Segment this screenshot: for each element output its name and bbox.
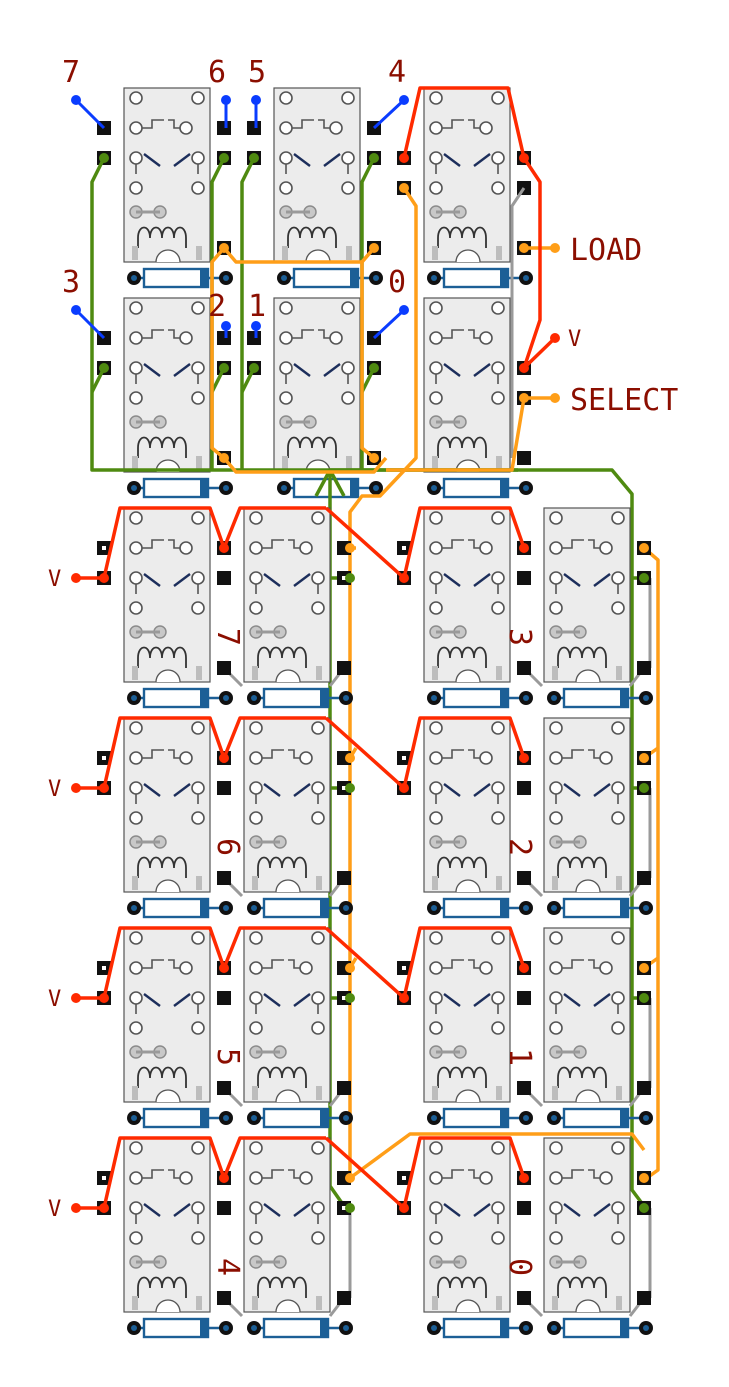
register-relay — [242, 506, 332, 684]
red-terminals-top — [399, 153, 560, 373]
red-wire — [102, 716, 326, 789]
relay-top-6 — [422, 296, 512, 474]
relay-top-3 — [422, 86, 512, 264]
register-diode — [245, 687, 355, 709]
bit-label-6: 6 — [208, 55, 226, 90]
register-diode — [245, 897, 355, 919]
v-label-row-3: V — [48, 987, 61, 1012]
register-label-2: 2 — [502, 838, 537, 856]
register-diode — [425, 687, 535, 709]
register-diode — [545, 1317, 655, 1339]
v-label-top: V — [568, 327, 581, 352]
register-relay — [242, 716, 332, 894]
red-wire — [402, 506, 526, 579]
register-diode — [425, 1317, 535, 1339]
register-relay — [122, 1136, 212, 1314]
register-diode — [125, 1317, 235, 1339]
register-diode — [125, 897, 235, 919]
red-wire — [324, 506, 406, 580]
register-diode — [545, 1107, 655, 1129]
red-wire — [102, 926, 326, 999]
register-relay — [122, 926, 212, 1104]
voltage-labels: V V V V — [48, 567, 61, 1222]
register-diode — [125, 687, 235, 709]
register-label-1: 1 — [502, 1048, 537, 1066]
register-relay — [422, 926, 512, 1104]
red-wire — [102, 506, 326, 579]
register-relay — [422, 716, 512, 894]
register-relay — [422, 1136, 512, 1314]
register-relay — [422, 506, 512, 684]
red-wire — [402, 1136, 526, 1209]
register-labels: 7 6 5 4 3 2 1 0 — [210, 628, 537, 1276]
diode-top-1 — [125, 267, 235, 289]
relay-top-5 — [272, 296, 362, 474]
register-label-6: 6 — [210, 838, 245, 856]
register-relay — [242, 926, 332, 1104]
register-label-7: 7 — [210, 628, 245, 646]
register-relay — [122, 506, 212, 684]
red-wire — [402, 926, 526, 999]
diode-top-3 — [425, 267, 535, 289]
v-label-row-2: V — [48, 777, 61, 802]
register-relay — [542, 1136, 632, 1314]
bit-labels: 7 6 5 4 3 2 1 0 — [62, 55, 406, 324]
v-label-row-4: V — [48, 1197, 61, 1222]
diode-top-4 — [125, 477, 235, 499]
register-label-0: 0 — [502, 1258, 537, 1276]
v-label-row-1: V — [48, 567, 61, 592]
bit-label-2: 2 — [208, 289, 226, 324]
register-relay — [242, 1136, 332, 1314]
red-wire — [102, 1136, 326, 1209]
register-diode — [245, 1107, 355, 1129]
relay-top-1 — [122, 86, 212, 264]
signal-labels: LOAD V SELECT — [568, 233, 678, 418]
register-relay — [122, 716, 212, 894]
bit-label-7: 7 — [62, 55, 80, 90]
select-label: SELECT — [570, 383, 678, 418]
bit-label-3: 3 — [62, 265, 80, 300]
load-label: LOAD — [570, 233, 642, 268]
register-diode — [545, 687, 655, 709]
register-diode — [245, 1317, 355, 1339]
green-terminals-top — [99, 153, 379, 373]
register-diode — [425, 1107, 535, 1129]
red-wire — [324, 926, 406, 1000]
diode-top-6 — [425, 477, 535, 499]
bit-label-4: 4 — [388, 55, 406, 90]
relay-top-4 — [122, 296, 212, 474]
register-grid — [71, 506, 655, 1339]
blue-terminals — [71, 95, 409, 331]
diode-top-2 — [275, 267, 385, 289]
register-diode — [545, 897, 655, 919]
register-relay — [542, 506, 632, 684]
register-label-4: 4 — [210, 1258, 245, 1276]
register-label-5: 5 — [210, 1048, 245, 1066]
bit-label-1: 1 — [248, 289, 266, 324]
bit-label-0: 0 — [388, 265, 406, 300]
register-label-3: 3 — [502, 628, 537, 646]
red-wire — [324, 716, 406, 790]
bit-label-5: 5 — [248, 55, 266, 90]
register-diode — [425, 897, 535, 919]
register-relay — [542, 926, 632, 1104]
relay-top-2 — [272, 86, 362, 264]
red-wire — [402, 716, 526, 789]
orange-terminals — [219, 183, 560, 463]
register-diode — [125, 1107, 235, 1129]
register-relay — [542, 716, 632, 894]
red-wire — [324, 1136, 406, 1210]
